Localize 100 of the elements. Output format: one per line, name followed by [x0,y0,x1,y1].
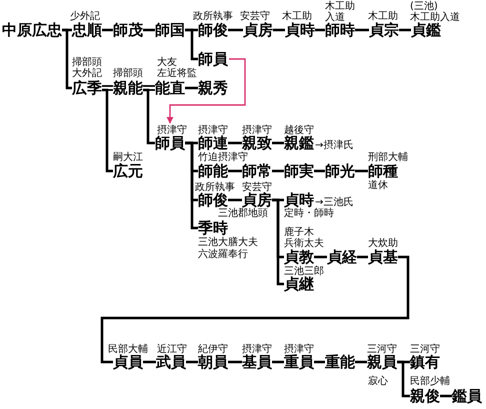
person-name: 貞員 [113,354,143,370]
connector-line [272,198,284,286]
connector-line [272,170,284,172]
annotation-text: 政所執事 [193,10,233,22]
person-name: 貞房 [242,192,272,208]
person-name: 広季 [72,80,102,96]
annotation-text: 近江守 [157,344,187,354]
annotation-text: 安芸守 [242,182,272,192]
connector-line [315,28,325,32]
connector-line [142,85,156,91]
person-name: 親秀 [198,80,228,96]
connector-line [228,170,242,172]
person-name: 貞教 [284,249,314,265]
annotation-text: 大炊助 [368,238,398,248]
annotation-text: 道休 [368,180,388,190]
connector-line [102,88,113,172]
annotation-text: 民部少輔 [410,376,450,386]
connector-line [100,256,410,364]
annotation-text: 安芸守 [240,10,270,22]
annotation-text: (三池) [410,0,438,12]
connector-line [228,198,242,202]
annotation-text: 掃部頭 [72,56,102,68]
annotation-text: 木工助入道 [410,12,460,22]
connector-line [440,394,452,398]
person-name: 師員 [155,135,185,151]
person-name: 師俊 [198,192,228,208]
person-name: 親能 [113,80,143,96]
person-name: 親致 [242,135,272,151]
connector-line [185,142,198,230]
annotation-text: 木工助 [325,0,355,12]
connector-line [228,28,243,32]
person-name: 師能 [198,163,228,179]
annotation-text: 嗣大江 [113,152,143,162]
person-name: 親俊 [410,388,440,404]
annotation-text: 入道 [325,12,345,22]
annotation-text: 政所執事 [195,182,235,192]
annotation-text: 六波羅奉行 [198,248,248,260]
annotation-text: 摂津守 [242,124,272,136]
annotation-text: 木工助 [282,10,312,22]
person-name: 師国 [155,22,185,38]
annotation-text: 刑部大輔 [368,152,408,162]
annotation-text: 摂津守 [242,344,272,354]
connector-line [355,360,367,364]
person-name: 貞時 [285,22,315,38]
connector-line [314,170,325,172]
person-name: 親鑑 [284,135,314,151]
connector-line [228,142,242,144]
person-name: 貞房 [243,22,273,38]
person-name: 貞宗 [369,22,399,38]
person-name: 師茂 [113,22,143,38]
person-name: 中原広忠 [2,22,62,38]
connector-line [143,360,156,364]
annotation-text: 民部大輔 [108,344,148,354]
person-name: 貞鑑 [411,22,441,38]
person-name: 師光 [325,163,355,179]
connector-line [314,256,327,258]
annotation-text: 寂心 [368,376,388,386]
annotation-text: 定時・師時 [284,208,334,218]
annotation-text: 越後守 [284,124,314,136]
connector-line [228,360,242,364]
annotation-text: 木工助 [368,10,398,22]
connector-line [272,142,284,144]
annotation-text: 少外記 [70,10,100,22]
annotation-text: 竹迫摂津守 [198,152,248,162]
connector-line [185,28,198,60]
connector-line [272,360,284,364]
connector-line [143,88,155,144]
annotation-text: 左近将監 [157,68,197,78]
person-name: 能直 [155,80,185,96]
person-name: 師種 [368,163,398,179]
person-name: 師員 [198,51,228,67]
annotation-text: 三河守 [410,344,440,354]
annotation-text: →摂津氏 [315,140,354,150]
connector-line [314,360,325,364]
connector-line [102,28,113,32]
person-name: 武員 [156,354,186,370]
person-name: 師時 [325,22,355,38]
connector-line [185,86,198,90]
connector-line [62,28,72,90]
person-name: 貞継 [284,276,314,292]
connector-line [355,28,369,32]
arrow [166,58,246,124]
connector-line [355,170,368,172]
person-name: 重能 [325,354,355,370]
annotation-text: 三河守 [367,344,397,354]
person-name: 鎮有 [410,354,440,370]
annotation-text: 紀伊守 [198,344,228,354]
person-name: 広元 [113,163,143,179]
person-name: 師連 [198,135,228,151]
person-name: 師俊 [198,22,228,38]
annotation-text: →三池氏 [315,196,354,208]
person-name: 貞経 [327,249,357,265]
annotation-text: 摂津守 [157,124,187,136]
annotation-text: 三池大膳大夫 [198,236,258,248]
annotation-text: 三池三郎 [284,266,324,276]
annotation-text: 兵衛太夫 [284,238,324,248]
person-name: 親員 [367,354,397,370]
person-name: 貞時 [284,192,314,208]
annotation-text: 大外記 [72,68,102,78]
person-name: 師実 [284,163,314,179]
